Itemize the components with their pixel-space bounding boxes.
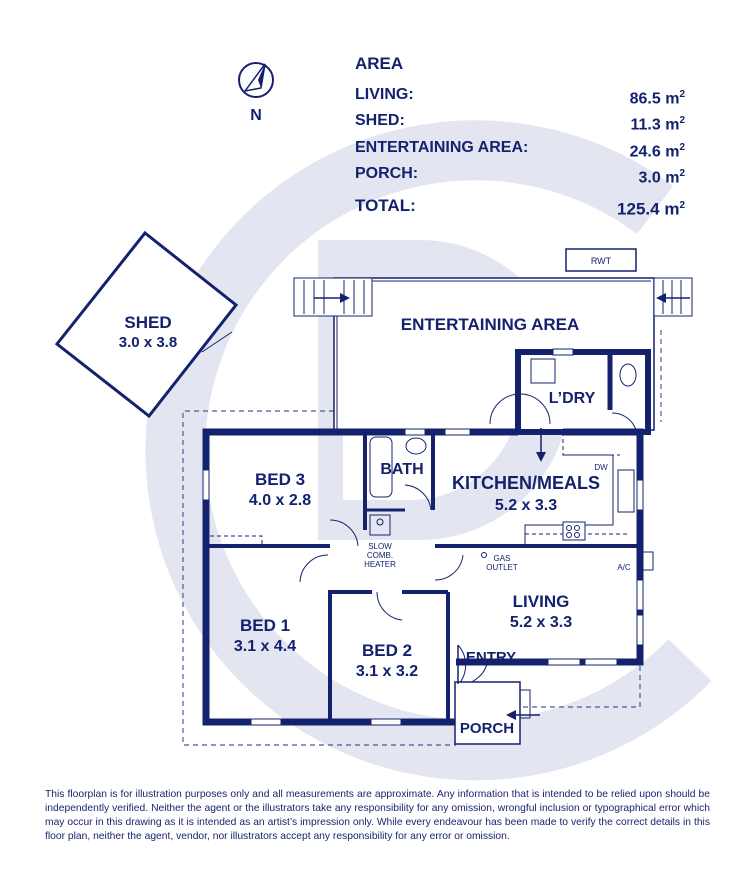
area-row-entertaining: ENTERTAINING AREA: 24.6 m2 [355, 137, 685, 163]
heater-label-1: SLOW [368, 542, 392, 551]
dishwasher-label: DW [594, 463, 608, 472]
bed2-name: BED 2 [362, 641, 412, 660]
living-name: LIVING [513, 592, 570, 611]
area-label: PORCH: [355, 164, 419, 182]
area-value: 3.0 m2 [638, 167, 686, 187]
bed3-dims: 4.0 x 2.8 [249, 492, 311, 509]
kitchen-fixtures [524, 432, 654, 571]
kitchen-name: KITCHEN/MEALS [452, 473, 600, 493]
north-arrow-icon [238, 62, 274, 98]
doors [299, 519, 489, 686]
rwt-label: RWT [591, 256, 612, 266]
area-row-porch: PORCH: 3.0 m2 [355, 163, 685, 189]
bath-name: BATH [380, 461, 423, 478]
heater-label-3: HEATER [364, 560, 396, 569]
heater-label-2: COMB. [367, 551, 393, 560]
kitchen-dims: 5.2 x 3.3 [495, 497, 557, 514]
area-label: LIVING: [355, 86, 414, 103]
bath-fixtures [369, 436, 432, 536]
rainwater-tank [565, 248, 637, 272]
porch [454, 645, 540, 745]
area-label: ENTERTAINING AREA: [355, 138, 529, 156]
shed-structure [54, 230, 239, 419]
bed3-name: BED 3 [255, 470, 305, 489]
total-value: 125.4 m2 [617, 199, 685, 219]
area-value: 86.5 m2 [629, 89, 685, 108]
shed-dims: 3.0 x 3.8 [119, 334, 177, 351]
living-dims: 5.2 x 3.3 [510, 614, 572, 631]
bed3-robe [210, 535, 263, 546]
bed1-dims: 3.1 x 4.4 [234, 638, 296, 655]
area-summary: AREA LIVING: 86.5 m2 SHED: 11.3 m2 ENTER… [355, 54, 685, 221]
bed1-name: BED 1 [240, 616, 290, 635]
fixture-labels: DW SLOW COMB. HEATER GAS OUTLET A/C [364, 463, 631, 572]
entry-arrow-kitchen [536, 428, 546, 462]
disclaimer-text: This floorplan is for illustration purpo… [45, 789, 710, 842]
compass: N [236, 60, 276, 124]
room-labels: SHED 3.0 x 3.8 ENTERTAINING AREA L’DRY B… [119, 313, 600, 737]
area-value: 11.3 m2 [630, 115, 685, 134]
entertaining-name: ENTERTAINING AREA [401, 315, 580, 334]
porch-name: PORCH [460, 720, 514, 737]
laundry-name: L’DRY [549, 390, 596, 407]
gas-label-1: GAS [494, 554, 511, 563]
bed2-dims: 3.1 x 3.2 [356, 663, 418, 680]
gas-label-2: OUTLET [486, 563, 518, 572]
windows [202, 348, 644, 726]
ac-label: A/C [617, 563, 631, 572]
property-boundary-dashed [182, 330, 662, 746]
area-value: 24.6 m2 [629, 141, 685, 160]
total-label: TOTAL: [355, 196, 416, 216]
area-row-shed: SHED: 11.3 m2 [355, 110, 685, 136]
area-row-total: TOTAL: 125.4 m2 [355, 195, 685, 221]
shed-name: SHED [124, 313, 171, 332]
area-row-living: LIVING: 86.5 m2 [355, 84, 685, 110]
gas-outlet-icon [481, 552, 487, 558]
entry-name: ENTRY [466, 649, 516, 666]
area-label: SHED: [355, 112, 405, 130]
laundry-room [489, 349, 651, 435]
compass-label: N [250, 107, 262, 124]
area-title: AREA [355, 54, 404, 73]
